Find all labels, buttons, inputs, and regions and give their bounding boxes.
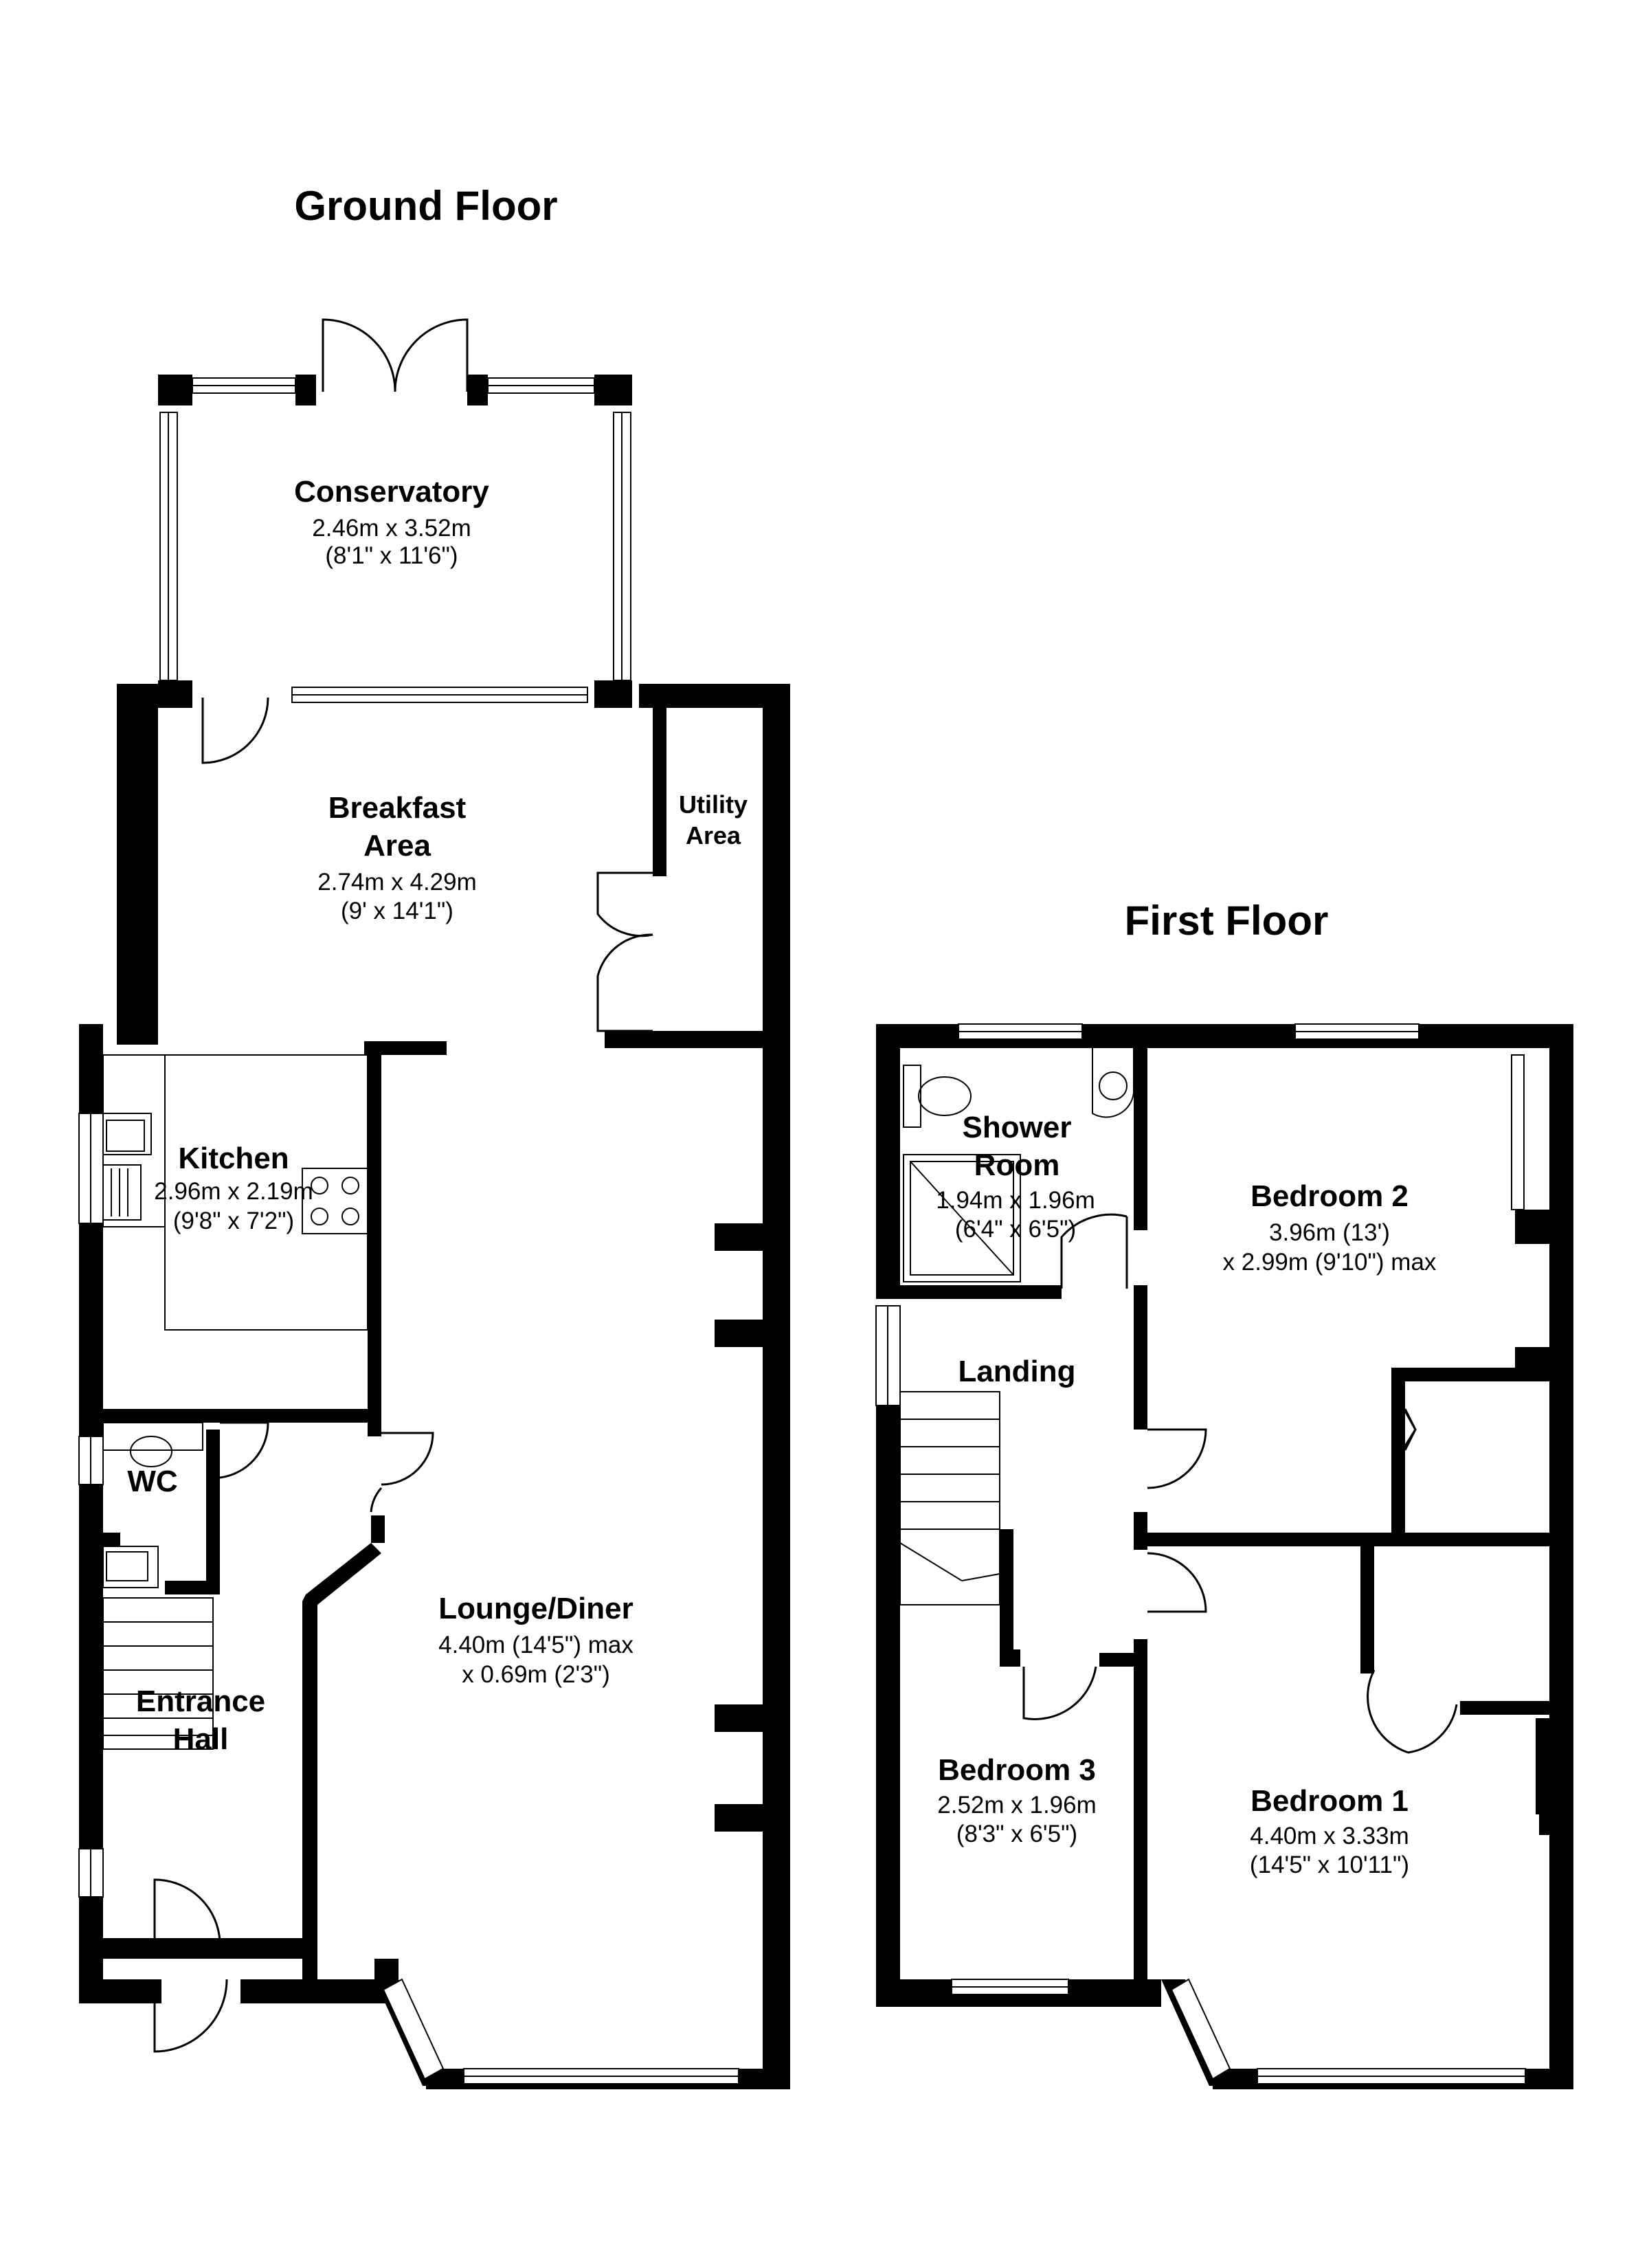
room-dim-bedroom3-metric: 2.52m x 1.96m <box>937 1792 1097 1819</box>
room-utility-area: Utility Area <box>679 790 748 849</box>
room-bedroom-3: Bedroom 3 2.52m x 1.96m (8'3" x 6'5") <box>937 1753 1097 1847</box>
ground-stairs <box>102 1597 214 1750</box>
shower-room-fittings <box>903 1048 1134 1282</box>
room-landing: Landing <box>958 1355 1075 1388</box>
first-interior-walls <box>876 1048 1556 1983</box>
lounge-bay-window <box>374 1978 790 2089</box>
room-dim-shower-imperial: (6'4" x 6'5") <box>955 1216 1076 1243</box>
room-dim-lounge-line1: 4.40m (14'5") max <box>438 1632 633 1658</box>
room-name-bedroom2: Bedroom 2 <box>1250 1179 1409 1213</box>
first-windows <box>875 1023 1525 1995</box>
room-name-entrance-line1: Entrance <box>136 1685 265 1718</box>
first-doors <box>1022 1213 1458 1754</box>
room-dim-bedroom1-imperial: (14'5" x 10'11") <box>1250 1852 1409 1878</box>
room-bedroom-2: Bedroom 2 3.96m (13') x 2.99m (9'10") ma… <box>1223 1179 1437 1276</box>
room-name-wc: WC <box>127 1465 177 1498</box>
room-bedroom-1: Bedroom 1 4.40m x 3.33m (14'5" x 10'11") <box>1250 1784 1409 1878</box>
ground-floor-title: Ground Floor <box>294 183 557 229</box>
room-dim-bedroom1-metric: 4.40m x 3.33m <box>1250 1823 1409 1849</box>
ground-interior-walls <box>103 684 770 1979</box>
room-dim-conservatory-metric: 2.46m x 3.52m <box>312 515 471 542</box>
room-dim-shower-metric: 1.94m x 1.96m <box>936 1187 1095 1214</box>
room-dim-kitchen-imperial: (9'8" x 7'2") <box>173 1208 294 1234</box>
room-name-kitchen: Kitchen <box>178 1142 289 1175</box>
room-name-utility-line2: Area <box>686 821 741 849</box>
conservatory-french-doors <box>322 318 469 392</box>
room-dim-lounge-line2: x 0.69m (2'3") <box>462 1661 610 1688</box>
room-dim-kitchen-metric: 2.96m x 2.19m <box>154 1178 313 1205</box>
kitchen-fittings <box>102 1054 368 1331</box>
first-floor: First Floor <box>875 898 1573 2089</box>
room-name-utility-line1: Utility <box>679 790 748 819</box>
wc-fittings <box>102 1422 203 1588</box>
room-wc: WC <box>127 1465 177 1498</box>
room-breakfast-area: Breakfast Area 2.74m x 4.29m (9' x 14'1"… <box>317 791 477 924</box>
ground-floor: Ground Floor <box>78 183 790 2089</box>
bedroom1-bay-window <box>1161 1978 1573 2089</box>
room-name-breakfast-line2: Area <box>363 829 431 863</box>
room-entrance-hall: Entrance Hall <box>136 1685 265 1756</box>
first-stairs <box>899 1391 1000 1605</box>
ground-doors <box>153 697 653 2053</box>
room-dim-bedroom2-line2: x 2.99m (9'10") max <box>1223 1249 1437 1276</box>
room-name-bedroom1: Bedroom 1 <box>1250 1784 1409 1818</box>
room-name-landing: Landing <box>958 1355 1075 1388</box>
first-floor-title: First Floor <box>1125 898 1329 944</box>
room-kitchen: Kitchen 2.96m x 2.19m (9'8" x 7'2") <box>154 1142 313 1234</box>
room-name-lounge: Lounge/Diner <box>438 1592 633 1625</box>
room-name-shower-line2: Room <box>974 1148 1060 1182</box>
room-name-shower-line1: Shower <box>963 1111 1072 1144</box>
room-name-bedroom3: Bedroom 3 <box>938 1753 1096 1787</box>
room-name-breakfast-line1: Breakfast <box>328 791 467 825</box>
room-dim-breakfast-metric: 2.74m x 4.29m <box>317 869 477 896</box>
ground-outer-walls <box>79 684 790 2086</box>
room-conservatory: Conservatory 2.46m x 3.52m (8'1" x 11'6"… <box>294 475 489 569</box>
room-dim-conservatory-imperial: (8'1" x 11'6") <box>325 542 458 569</box>
room-lounge-diner: Lounge/Diner 4.40m (14'5") max x 0.69m (… <box>438 1592 633 1688</box>
room-shower-room: Shower Room 1.94m x 1.96m (6'4" x 6'5") <box>936 1111 1095 1243</box>
room-dim-bedroom2-line1: 3.96m (13') <box>1269 1219 1390 1246</box>
room-dim-breakfast-imperial: (9' x 14'1") <box>341 898 453 924</box>
room-name-conservatory: Conservatory <box>294 475 489 509</box>
ground-windows <box>78 687 588 1898</box>
room-name-entrance-line2: Hall <box>173 1722 229 1756</box>
first-outer-walls <box>876 1024 1573 2089</box>
conservatory-windows <box>159 377 631 681</box>
room-dim-bedroom3-imperial: (8'3" x 6'5") <box>956 1821 1077 1847</box>
